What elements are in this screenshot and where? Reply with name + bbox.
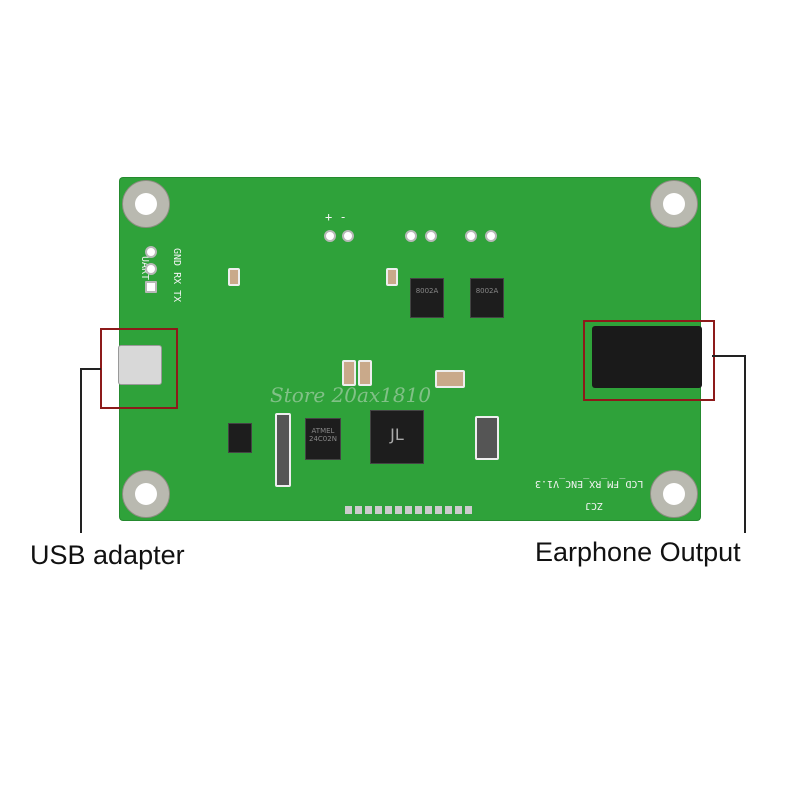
maker-label: ZCJ	[585, 500, 604, 511]
capacitor	[358, 360, 372, 386]
usb-adapter-label: USB adapter	[30, 540, 185, 570]
earphone-output-label: Earphone Output	[535, 537, 741, 567]
mounting-hole	[122, 180, 170, 228]
amplifier-chip: 8002A	[470, 278, 504, 318]
headphone-jack	[592, 326, 702, 388]
resistor-array	[475, 416, 499, 460]
resistor-array	[275, 413, 291, 487]
mcu-chip: JL	[370, 410, 424, 464]
small-chip	[228, 423, 252, 453]
lcd-header-pads	[345, 506, 475, 514]
pad	[485, 230, 497, 242]
uart-pin	[145, 281, 157, 293]
pad	[425, 230, 437, 242]
usb-leader-line	[80, 368, 101, 370]
earphone-leader-line	[744, 355, 746, 533]
capacitor	[342, 360, 356, 386]
pad	[465, 230, 477, 242]
uart-pin	[145, 263, 157, 275]
resistor	[435, 370, 465, 388]
capacitor	[228, 268, 240, 286]
mounting-hole	[122, 470, 170, 518]
version-label: LCD_FM_RX_ENC_V1.3	[535, 478, 644, 489]
mounting-hole	[650, 470, 698, 518]
usb-callout-box	[100, 328, 178, 409]
capacitor	[386, 268, 398, 286]
watermark: Store 20ax1810	[270, 383, 432, 407]
uart-pin	[145, 246, 157, 258]
earphone-leader-line	[712, 355, 745, 357]
pad	[342, 230, 354, 242]
pad	[324, 230, 336, 242]
uart-pin-labels: GND RX TX	[171, 248, 182, 303]
mounting-hole	[650, 180, 698, 228]
pad	[405, 230, 417, 242]
earphone-callout-box	[583, 320, 715, 401]
micro-usb-connector	[118, 345, 162, 385]
amplifier-chip: 8002A	[410, 278, 444, 318]
eeprom-chip: ATMEL 24C02N	[305, 418, 341, 460]
power-polarity-marks: + -	[325, 210, 347, 224]
usb-leader-line	[80, 368, 82, 533]
